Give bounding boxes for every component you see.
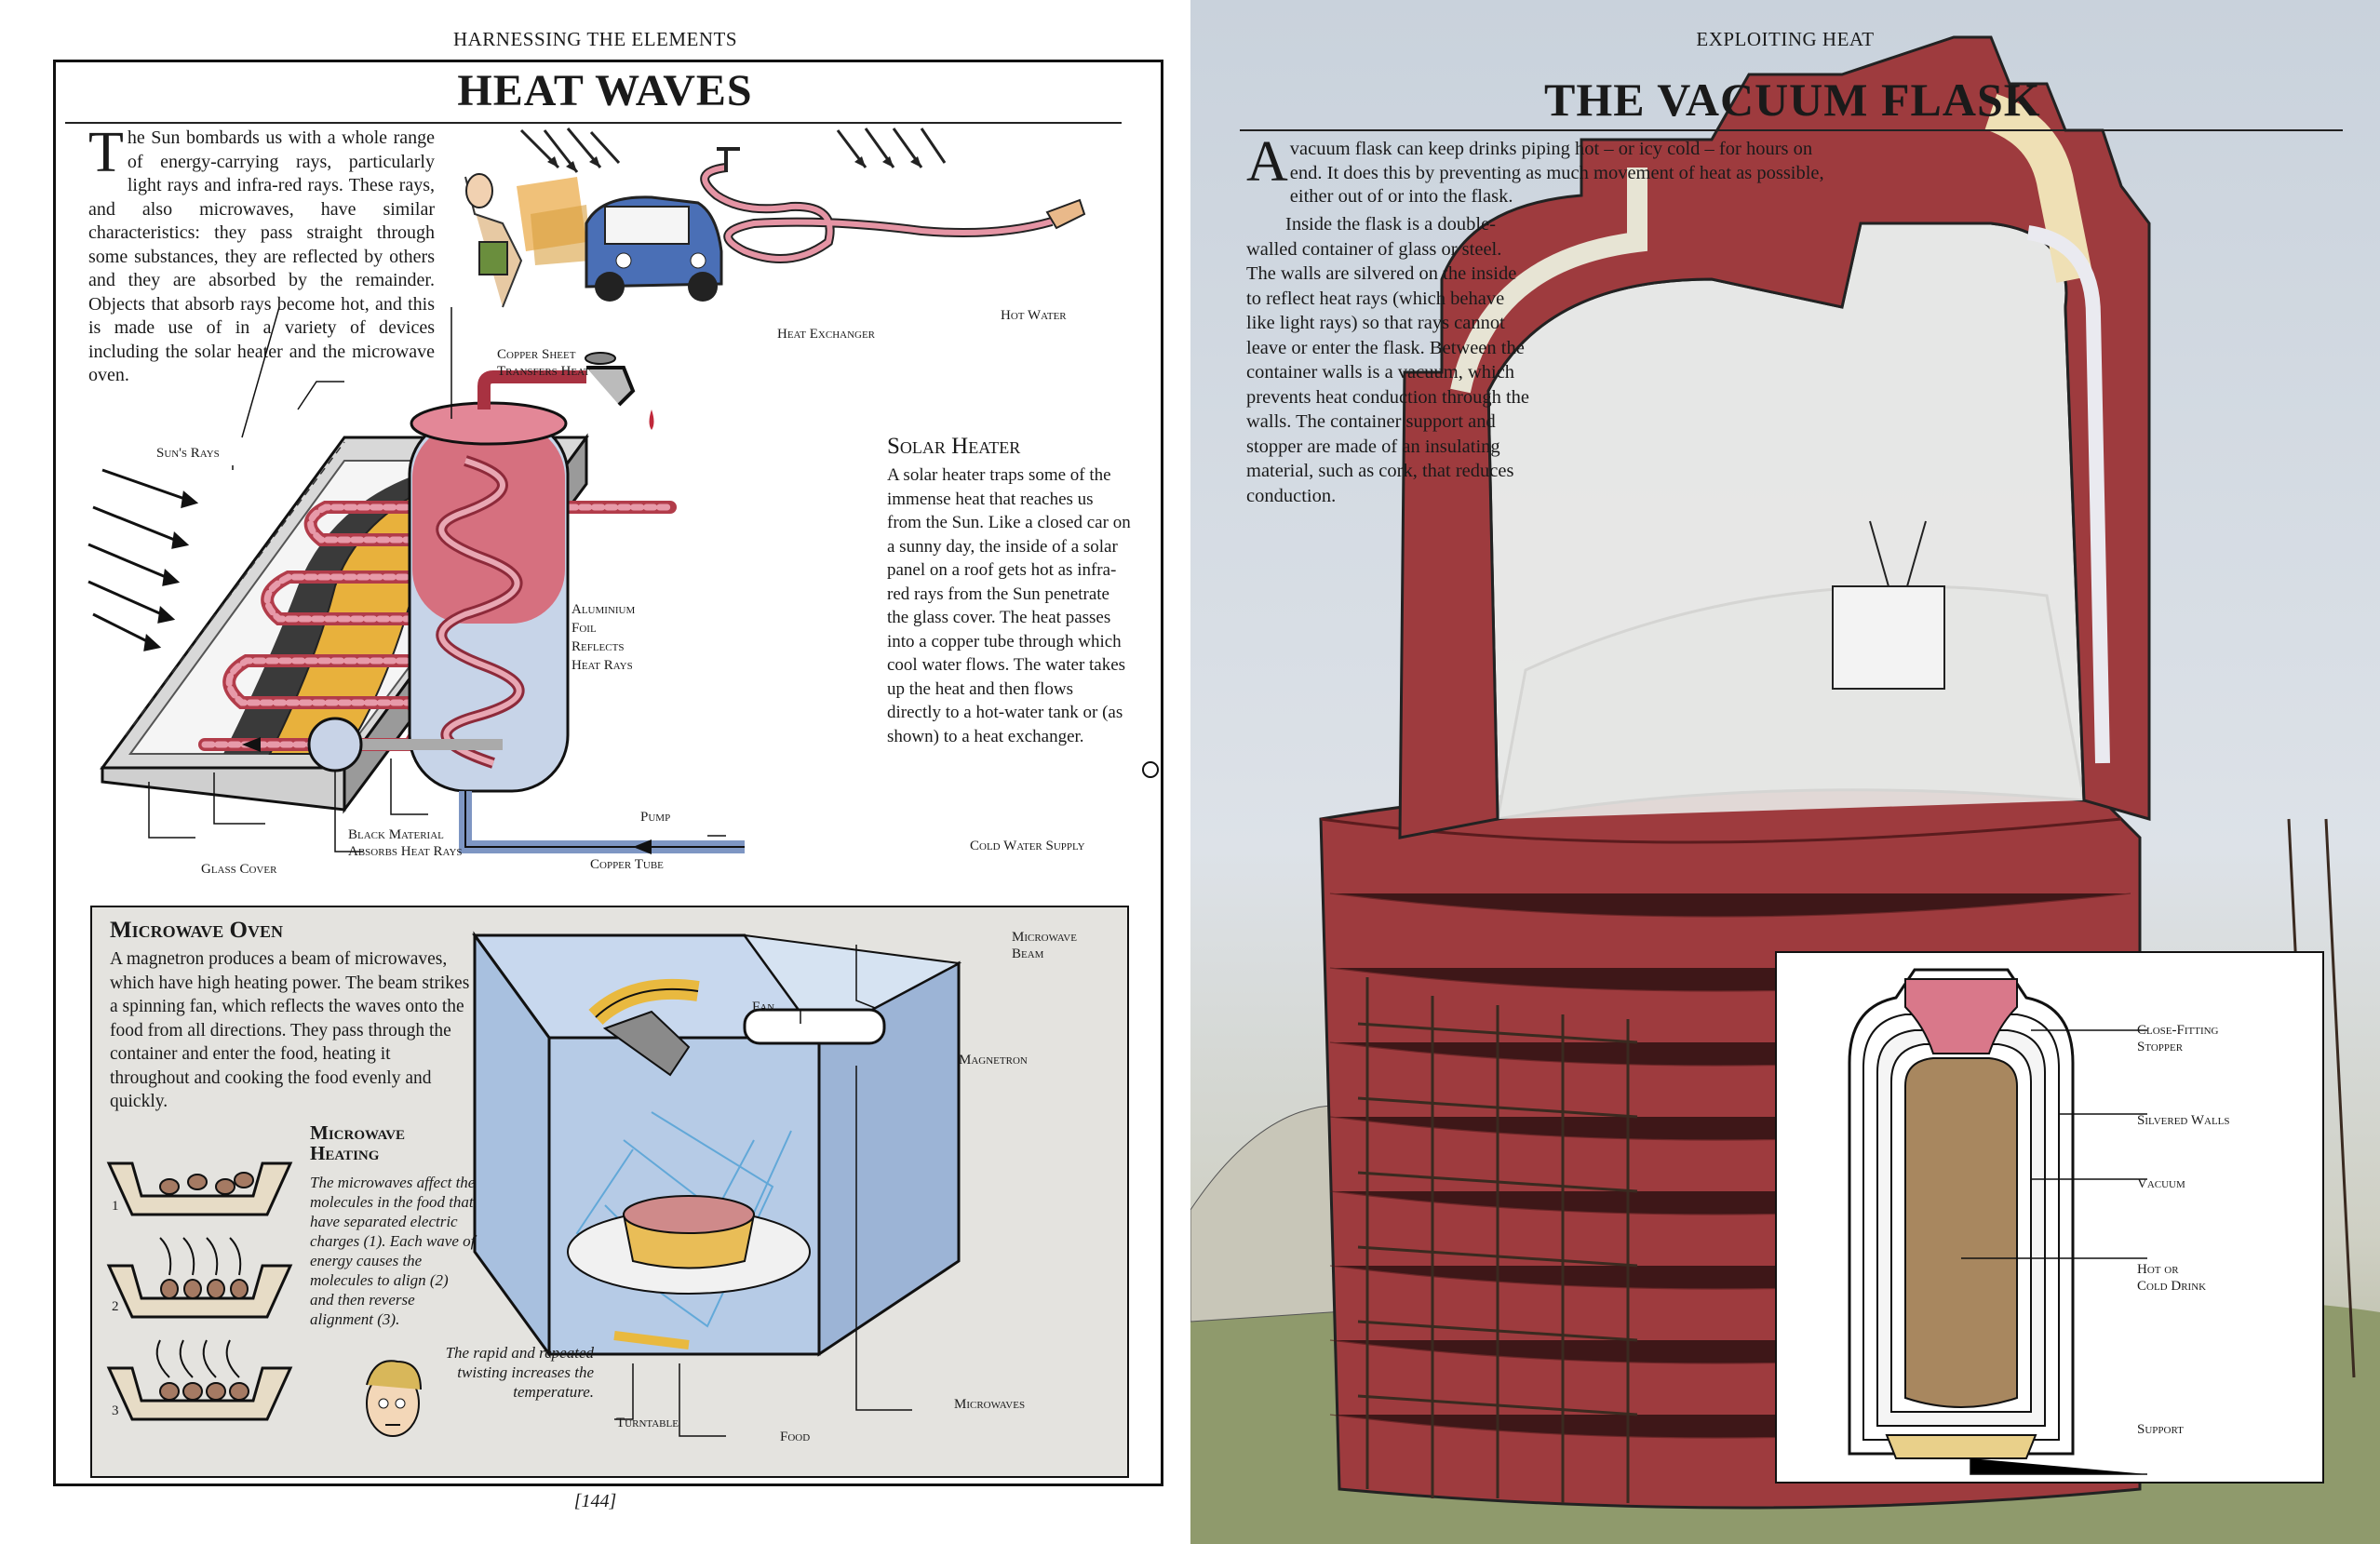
microwave-heating-text: The microwaves affect the molecules in t… xyxy=(310,1174,476,1328)
page-title-heat-waves: HEAT WAVES xyxy=(457,66,753,115)
label-close-fitting-stopper: Close-Fitting Stopper xyxy=(2137,1023,2219,1054)
flask-para-2: Inside the flask is a double-walled cont… xyxy=(1246,214,1529,506)
label-hot-water: Hot Water xyxy=(1001,308,1067,323)
microwave-heating-heading: Microwave Heating xyxy=(310,1121,406,1164)
solar-heater-heading: Solar Heater xyxy=(887,434,1021,459)
label-turntable: Turntable xyxy=(616,1416,679,1430)
label-aluminium-foil: Aluminium Foil Reflects Heat Rays xyxy=(571,602,636,673)
label-vacuum: Vacuum xyxy=(2137,1176,2185,1191)
label-copper-tube: Copper Tube xyxy=(590,857,664,872)
step-3: 3 xyxy=(112,1403,119,1418)
title-rule-right xyxy=(1240,129,2343,131)
label-silvered-walls: Silvered Walls xyxy=(2137,1113,2230,1128)
step-1: 1 xyxy=(112,1199,119,1214)
label-copper-sheet: Copper Sheet Transfers Heat xyxy=(497,347,590,379)
label-glass-cover: Glass Cover xyxy=(201,862,277,877)
label-microwaves: Microwaves xyxy=(954,1397,1026,1412)
microwave-heading: Microwave Oven xyxy=(110,918,283,943)
label-hot-or-cold-drink: Hot or Cold Drink xyxy=(2137,1262,2207,1294)
cartoon-face xyxy=(366,1360,422,1437)
right-page: EXPLOITING HEAT THE VACUUM FLASK A vacuu… xyxy=(1190,0,2380,1544)
flask-cross-section xyxy=(1848,968,2147,1475)
car-hose-illustration xyxy=(464,128,1086,308)
solar-heater-text: A solar heater traps some of the immense… xyxy=(887,465,1131,746)
page-number: [144] xyxy=(573,1491,617,1511)
label-cold-water-supply: Cold Water Supply xyxy=(970,839,1085,853)
label-fan: Fan xyxy=(752,1000,775,1014)
intro-block: T he Sun bombards us with a whole range … xyxy=(88,121,435,388)
step-2: 2 xyxy=(112,1299,119,1314)
running-head-right: EXPLOITING HEAT xyxy=(1696,28,1875,50)
label-magnetron: Magnetron xyxy=(959,1053,1028,1067)
left-page: HARNESSING THE ELEMENTS HEAT WAVES T he … xyxy=(53,28,1163,1511)
page-edge-marker xyxy=(1142,761,1159,778)
label-support: Support xyxy=(2137,1422,2184,1437)
label-microwave-beam: Microwave Beam xyxy=(1012,930,1077,961)
molecule-steps-diagram xyxy=(106,1161,293,1421)
page-title-vacuum-flask: THE VACUUM FLASK xyxy=(1544,74,2041,126)
page-frame xyxy=(53,60,1163,1486)
label-black-material: Black Material Absorbs Heat Rays xyxy=(348,827,463,859)
microwave-heating-text-2: The rapid and repeated twisting increase… xyxy=(445,1344,594,1401)
flask-intro: A vacuum flask can keep drinks piping ho… xyxy=(1246,130,1833,209)
label-heat-exchanger: Heat Exchanger xyxy=(777,327,876,342)
dropcap-t: T xyxy=(88,121,124,184)
label-food: Food xyxy=(780,1430,811,1444)
label-pump: Pump xyxy=(640,810,671,825)
flask-intro-text: vacuum flask can keep drinks piping hot … xyxy=(1289,139,1824,207)
label-suns-rays: Sun's Rays xyxy=(156,446,220,461)
microwave-oven-diagram xyxy=(472,931,962,1437)
solar-heater-diagram xyxy=(87,307,745,854)
title-rule xyxy=(65,122,1122,124)
running-head-left: HARNESSING THE ELEMENTS xyxy=(452,28,738,50)
dropcap-a: A xyxy=(1246,130,1288,194)
microwave-text: A magnetron produces a beam of microwave… xyxy=(110,949,470,1111)
intro-text: he Sun bombards us with a whole range of… xyxy=(88,128,435,385)
